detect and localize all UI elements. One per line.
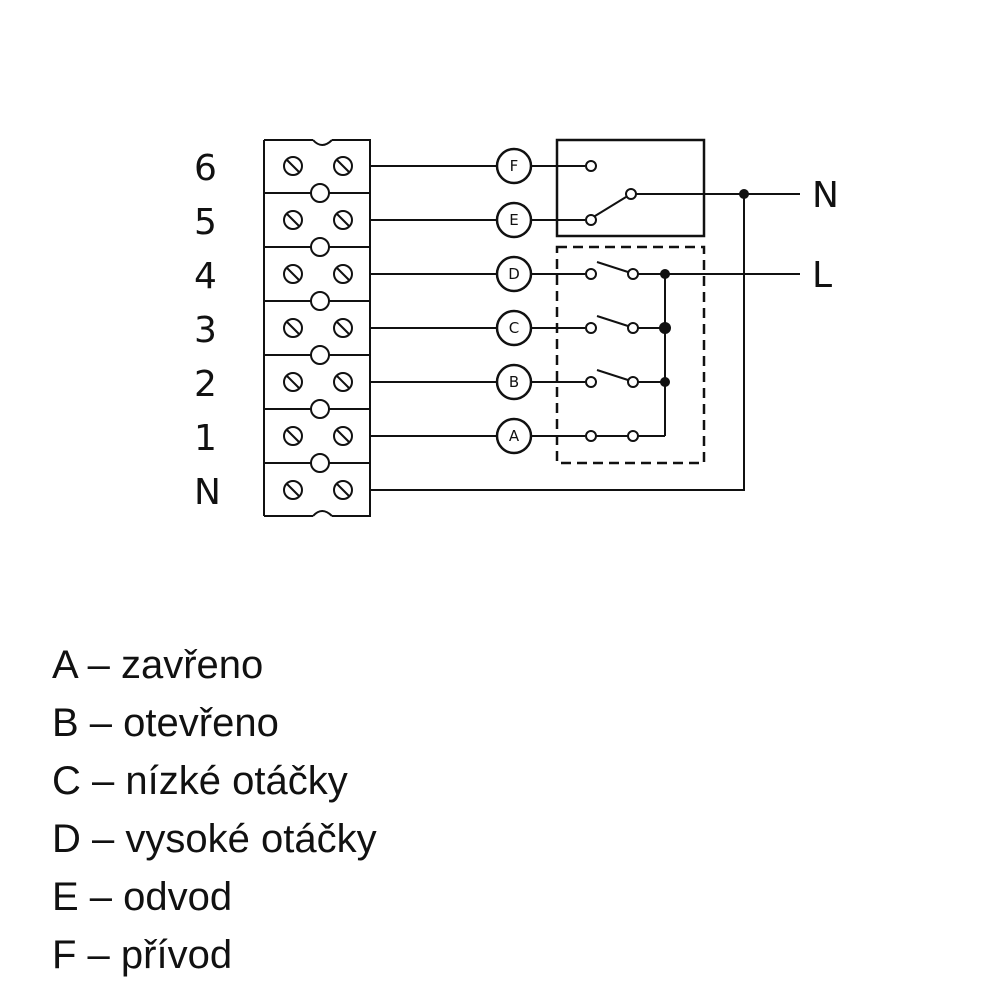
terminal-label-2: 2: [194, 364, 217, 405]
terminal-label-n: N: [194, 472, 221, 513]
screw-icon: [333, 264, 353, 284]
svg-text:E: E: [509, 211, 518, 229]
connector-e: E: [495, 201, 533, 239]
screw-icon: [283, 156, 303, 176]
screw-icon: [333, 426, 353, 446]
svg-text:A: A: [509, 427, 520, 445]
terminal-wires: [370, 165, 745, 491]
terminal-block: [263, 139, 371, 517]
changeover-switch: [555, 138, 800, 238]
supply-line-label: L: [812, 255, 832, 296]
terminal-label-4: 4: [194, 256, 217, 297]
screw-icon: [283, 318, 303, 338]
screw-icon: [333, 480, 353, 500]
legend-item: E – odvod: [52, 875, 233, 919]
screw-icon: [283, 372, 303, 392]
terminal-label-5: 5: [194, 202, 217, 243]
screw-icon: [333, 372, 353, 392]
connector-c: C: [495, 309, 533, 347]
svg-text:D: D: [508, 265, 520, 283]
connector-d: D: [495, 255, 533, 293]
svg-text:C: C: [509, 319, 519, 337]
terminal-label-1: 1: [194, 418, 217, 459]
screw-icon: [283, 264, 303, 284]
svg-text:F: F: [510, 157, 519, 175]
legend-item: C – nízké otáčky: [52, 759, 348, 803]
supply-neutral-label: N: [812, 175, 839, 216]
speed-switch-group: [555, 245, 800, 465]
terminal-label-6: 6: [194, 148, 217, 189]
screw-icon: [283, 210, 303, 230]
terminal-label-3: 3: [194, 310, 217, 351]
screw-icon: [333, 210, 353, 230]
screw-icon: [333, 318, 353, 338]
legend-item: D – vysoké otáčky: [52, 817, 377, 861]
screw-icon: [283, 426, 303, 446]
legend-item: A – zavřeno: [52, 643, 264, 687]
legend-item: B – otevřeno: [52, 701, 279, 745]
connector-a: A: [495, 417, 533, 455]
legend: A – zavřeno B – otevřeno C – nízké otáčk…: [52, 636, 377, 984]
svg-text:B: B: [509, 373, 519, 391]
terminal-screws: [283, 156, 353, 500]
connector-b: B: [495, 363, 533, 401]
legend-item: F – přívod: [52, 933, 233, 977]
connector-f: F: [495, 147, 533, 185]
screw-icon: [333, 156, 353, 176]
wiring-diagram: 6 5 4 3 2 1 N: [194, 138, 839, 517]
screw-icon: [283, 480, 303, 500]
